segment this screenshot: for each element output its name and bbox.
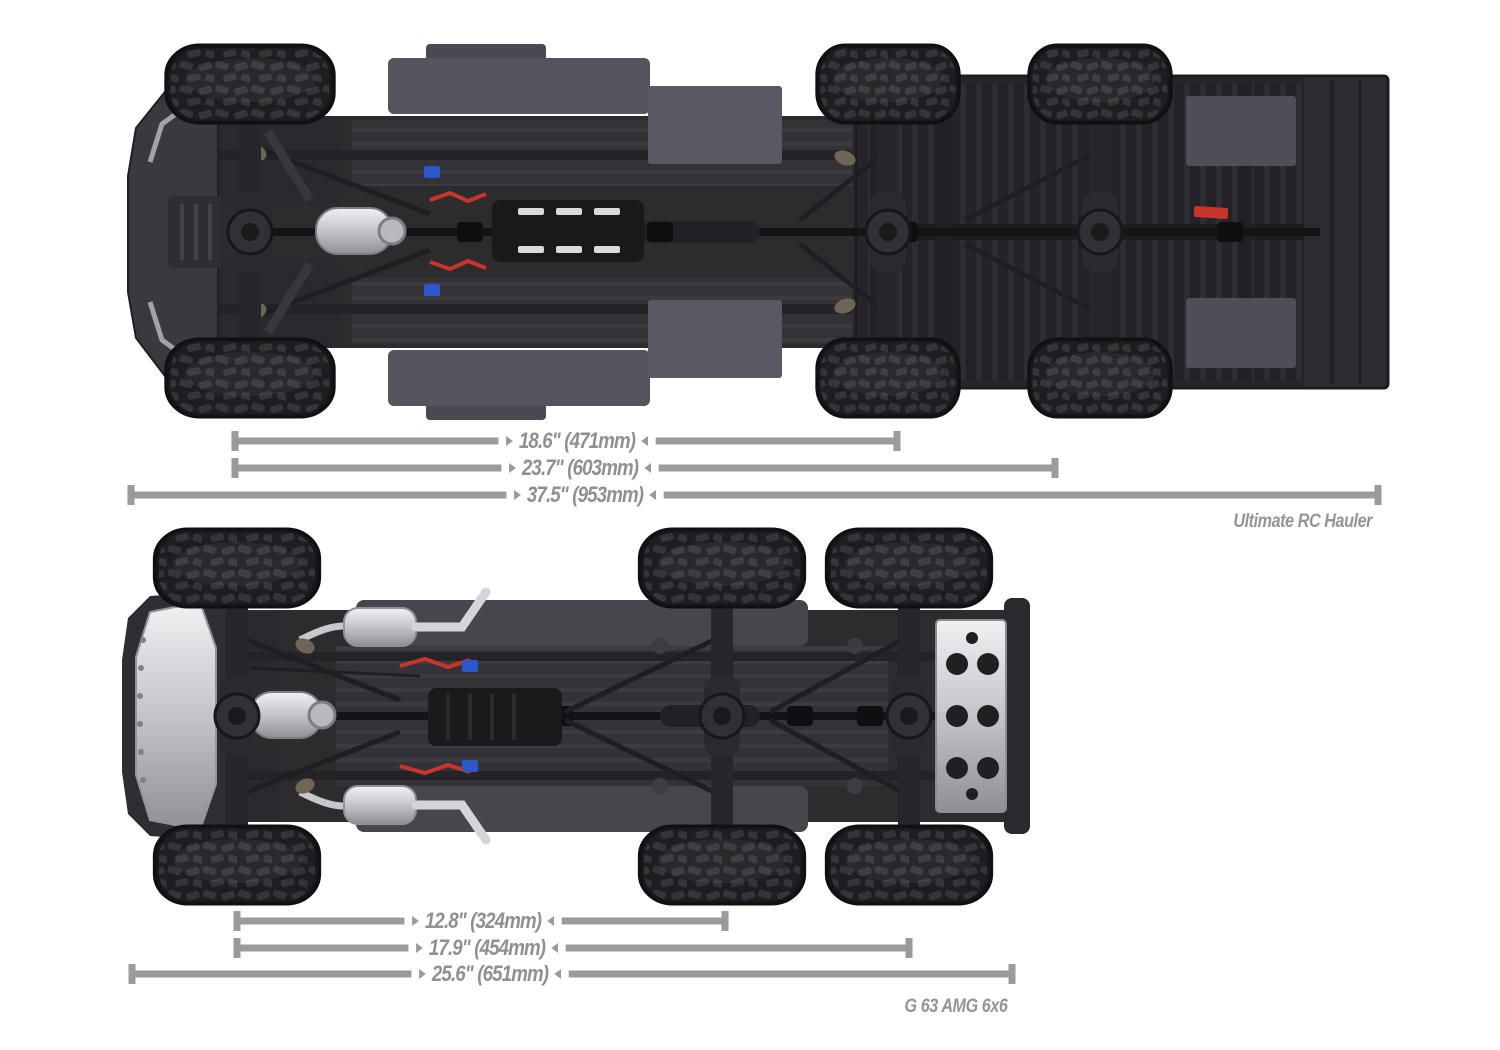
g63-exhaust xyxy=(298,587,491,845)
dimension-value: 37.5" (953mm) xyxy=(526,482,644,507)
g63-tire-rear-right xyxy=(824,824,994,906)
g63-dimension-front-to-rear-label: 17.9" (454mm) xyxy=(408,934,566,962)
g63-suspension-links xyxy=(236,633,911,799)
hauler-motor xyxy=(315,207,407,255)
hauler-tire-rear-right xyxy=(1027,337,1173,419)
g63-dimension-overall-length-label: 25.6" (651mm) xyxy=(411,960,569,988)
hauler-chassis-illustration xyxy=(127,43,1390,420)
hauler-tire-rear-left xyxy=(1027,43,1173,125)
g63-tire-front-right xyxy=(152,824,322,906)
g63-shocks xyxy=(295,638,863,794)
dimension-value: 18.6" (471mm) xyxy=(518,428,636,453)
hauler-transmission-skid xyxy=(492,200,644,262)
hauler-dimension-front-to-mid-label: 18.6" (471mm) xyxy=(498,427,656,455)
g63-tire-mid-right xyxy=(637,824,807,906)
hauler-wiring xyxy=(424,166,487,296)
g63-motor xyxy=(249,691,337,739)
hauler-tire-mid-left xyxy=(815,43,961,125)
g63-wiring xyxy=(399,656,478,776)
g63-dimension-lines xyxy=(128,911,1016,984)
hauler-suspension-links xyxy=(261,147,1102,317)
hauler-dimension-overall-length-label: 37.5" (953mm) xyxy=(506,481,664,509)
g63-tire-mid-left xyxy=(637,527,807,609)
hauler-dimension-lines xyxy=(127,431,1382,505)
hauler-red-connector xyxy=(1193,205,1229,220)
g63-tire-rear-left xyxy=(824,527,994,609)
dimension-value: 23.7" (603mm) xyxy=(521,455,639,480)
hauler-name-label: Ultimate RC Hauler xyxy=(1233,511,1372,532)
dimension-value: 12.8" (324mm) xyxy=(424,908,542,933)
hauler-tire-mid-right xyxy=(815,337,961,419)
g63-front-bumper xyxy=(122,590,232,842)
g63-rear-skid xyxy=(935,598,1030,834)
hauler-tire-front-right xyxy=(164,337,336,419)
dimension-value: 25.6" (651mm) xyxy=(431,961,549,986)
g63-transmission-skid xyxy=(428,688,562,746)
g63-chassis-illustration xyxy=(122,527,1030,906)
hauler-side-panels xyxy=(388,44,782,420)
hauler-tire-front-left xyxy=(164,43,336,125)
g63-name-label: G 63 AMG 6x6 xyxy=(904,996,1008,1017)
g63-dimension-front-to-mid-label: 12.8" (324mm) xyxy=(404,907,562,935)
g63-tire-front-left xyxy=(152,527,322,609)
dimension-value: 17.9" (454mm) xyxy=(428,935,546,960)
hauler-dimension-front-to-rear-label: 23.7" (603mm) xyxy=(501,454,659,482)
